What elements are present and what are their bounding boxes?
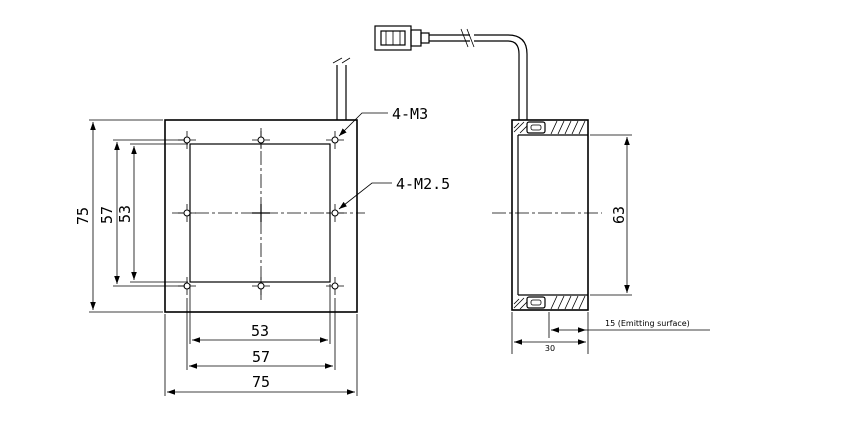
leader-m3: [338, 112, 388, 137]
hole: [326, 204, 344, 222]
hole: [252, 131, 270, 149]
dim-h53: 53: [116, 205, 134, 223]
dim-w75: 75: [252, 373, 270, 391]
front-cable: [336, 65, 347, 120]
callout-m25: 4-M2.5: [396, 175, 450, 193]
mounting-holes: [178, 131, 344, 295]
dim-d30: 30: [545, 344, 555, 353]
hole: [178, 204, 196, 222]
hole: [326, 277, 344, 295]
hole: [326, 131, 344, 149]
connector: [374, 25, 528, 120]
dim-w57: 57: [252, 348, 270, 366]
side-view: 63 30 15 (Emitting surface): [374, 25, 710, 354]
outer-plate: [164, 119, 358, 313]
leader-m25: [338, 182, 392, 210]
front-view: 4-M3 4-M2.5 75 57 53 53 57 75: [74, 57, 450, 396]
bottom-section: [513, 295, 586, 310]
dim-h57: 57: [98, 206, 116, 224]
side-front-face: [517, 134, 588, 296]
top-section: [513, 120, 586, 135]
side-body: [511, 119, 589, 311]
dim-w53: 53: [251, 322, 269, 340]
dim-d15: 15 (Emitting surface): [605, 319, 690, 328]
dim-h75: 75: [74, 207, 92, 225]
hole: [252, 277, 270, 295]
callout-m3: 4-M3: [392, 105, 428, 123]
dim-d63: 63: [610, 206, 628, 224]
